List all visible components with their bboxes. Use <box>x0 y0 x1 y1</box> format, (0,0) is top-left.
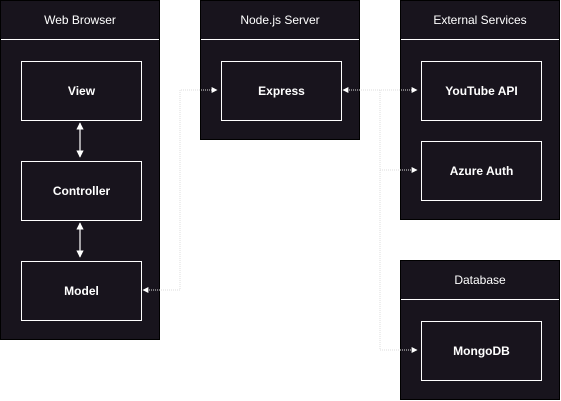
web-browser-title: Web Browser <box>1 1 159 40</box>
view-node[interactable]: View <box>21 61 142 121</box>
youtube-api-node[interactable]: YouTube API <box>421 61 542 121</box>
external-services-title: External Services <box>401 1 559 40</box>
model-node[interactable]: Model <box>21 261 142 321</box>
express-node[interactable]: Express <box>221 61 342 121</box>
external-services-container: External Services YouTube API Azure Auth <box>400 0 560 220</box>
mongodb-node[interactable]: MongoDB <box>421 321 542 381</box>
node-server-container: Node.js Server Express <box>200 0 360 140</box>
node-server-title: Node.js Server <box>201 1 359 40</box>
database-title: Database <box>401 261 559 300</box>
azure-auth-node[interactable]: Azure Auth <box>421 141 542 201</box>
controller-node[interactable]: Controller <box>21 161 142 221</box>
database-container: Database MongoDB <box>400 260 560 400</box>
web-browser-container: Web Browser View Controller Model <box>0 0 160 340</box>
